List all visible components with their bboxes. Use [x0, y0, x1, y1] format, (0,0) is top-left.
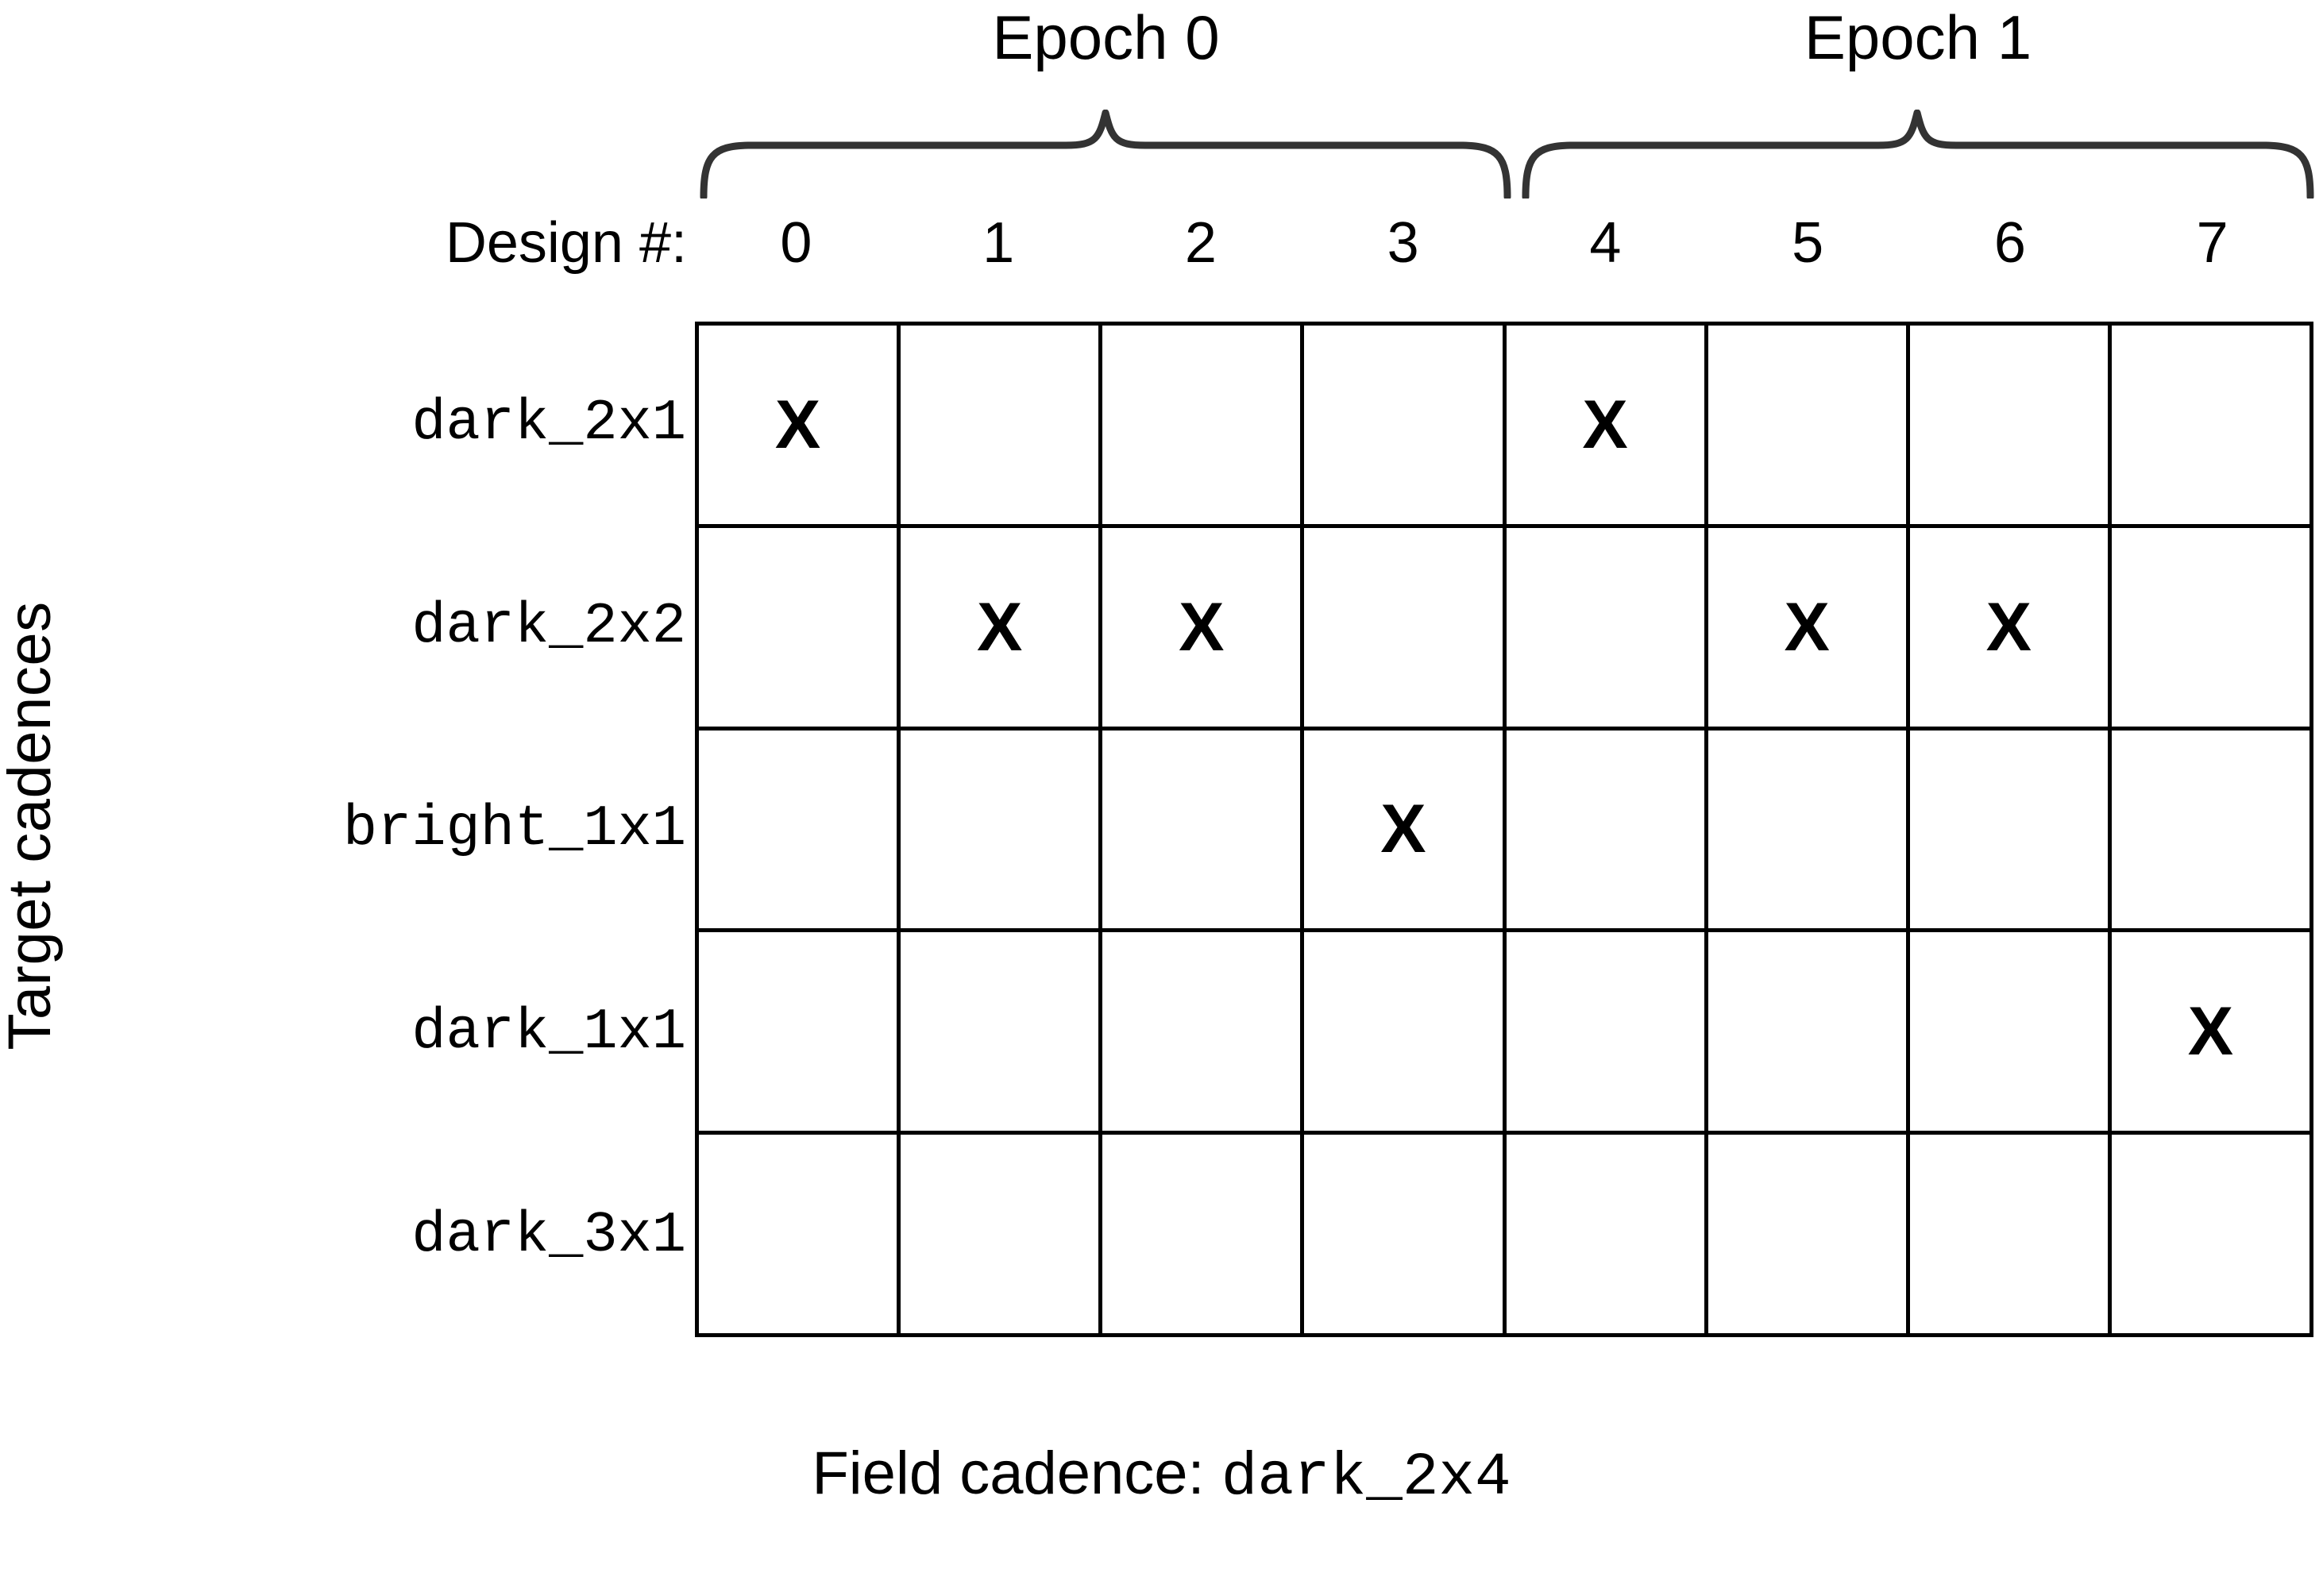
- row-label-dark-2x2: dark_2x2: [411, 593, 686, 659]
- cell-mark-x: X: [774, 386, 821, 463]
- matrix-cell[interactable]: X: [1102, 527, 1305, 731]
- column-header-7: 7: [2196, 211, 2228, 275]
- matrix-cell[interactable]: [1304, 326, 1507, 528]
- table-row: X: [699, 932, 2313, 1135]
- cell-mark-x: X: [1380, 791, 1426, 868]
- cell-mark-x: X: [2187, 993, 2234, 1070]
- matrix-cell[interactable]: [2111, 1135, 2313, 1337]
- epoch-group-label-0: Epoch 0: [992, 2, 1220, 72]
- matrix-cell[interactable]: [1102, 326, 1305, 528]
- matrix-cell[interactable]: [1708, 730, 1910, 933]
- matrix-cell[interactable]: [1506, 932, 1708, 1135]
- row-label-dark-1x1: dark_1x1: [411, 1000, 686, 1066]
- field-cadence-label: Field cadence:: [812, 1440, 1205, 1507]
- matrix-cell[interactable]: [1909, 730, 2112, 933]
- matrix-cell[interactable]: [1909, 1135, 2112, 1337]
- epoch-brace-1: [1521, 110, 2315, 199]
- matrix-cell[interactable]: X: [699, 326, 901, 528]
- row-label-dark-3x1: dark_3x1: [411, 1203, 686, 1269]
- row-label-column: dark_2x1 dark_2x2 bright_1x1 dark_1x1 da…: [143, 322, 691, 1337]
- table-row: [699, 1135, 2313, 1337]
- matrix-cell[interactable]: [2111, 730, 2313, 933]
- matrix-cell[interactable]: [1102, 932, 1305, 1135]
- matrix-cell[interactable]: [2111, 527, 2313, 731]
- matrix-cell[interactable]: X: [1909, 527, 2112, 731]
- column-header-4: 4: [1589, 211, 1622, 275]
- cell-mark-x: X: [1179, 588, 1225, 665]
- table-row: X: [699, 730, 2313, 933]
- epoch-group-label-1: Epoch 1: [1804, 2, 2032, 72]
- cell-mark-x: X: [1985, 588, 2032, 665]
- column-header-6: 6: [1993, 211, 2026, 275]
- matrix-cell[interactable]: [1708, 326, 1910, 528]
- column-header-0: 0: [780, 211, 812, 275]
- matrix-cell[interactable]: [1102, 1135, 1305, 1337]
- matrix-cell[interactable]: [1102, 730, 1305, 933]
- matrix-cell[interactable]: [901, 326, 1103, 528]
- matrix-cell[interactable]: [1506, 730, 1708, 933]
- cell-mark-x: X: [1582, 386, 1628, 463]
- matrix-cell[interactable]: [901, 932, 1103, 1135]
- matrix-cell[interactable]: [901, 1135, 1103, 1337]
- matrix-cell[interactable]: [1506, 1135, 1708, 1337]
- cell-mark-x: X: [977, 588, 1023, 665]
- column-header-3: 3: [1387, 211, 1419, 275]
- matrix-cell[interactable]: [901, 730, 1103, 933]
- matrix-cell[interactable]: [699, 527, 901, 731]
- column-header-2: 2: [1184, 211, 1217, 275]
- matrix-cell[interactable]: [1304, 527, 1507, 731]
- column-header-5: 5: [1792, 211, 1824, 275]
- curly-brace-icon: [700, 110, 1511, 199]
- field-cadence-caption: Field cadence: dark_2x4: [0, 1444, 2323, 1509]
- matrix-cell[interactable]: [1304, 1135, 1507, 1337]
- target-cadences-axis-title: Target cadences: [0, 601, 64, 1051]
- column-header-1: 1: [982, 211, 1015, 275]
- field-cadence-value: dark_2x4: [1221, 1444, 1511, 1512]
- table-row: X X: [699, 326, 2313, 528]
- matrix-cell[interactable]: [1708, 932, 1910, 1135]
- design-number-axis-label: Design #:: [445, 211, 687, 275]
- matrix-cell[interactable]: [1909, 932, 2112, 1135]
- row-label-dark-2x1: dark_2x1: [411, 390, 686, 456]
- matrix-cell[interactable]: X: [1708, 527, 1910, 731]
- matrix-cell[interactable]: X: [2111, 932, 2313, 1135]
- epoch-brace-0: [699, 110, 1513, 199]
- matrix-cell[interactable]: X: [901, 527, 1103, 731]
- cadence-matrix-grid: X X X X X X X: [695, 322, 2313, 1337]
- matrix-cell[interactable]: X: [1304, 730, 1507, 933]
- matrix-cell[interactable]: [699, 1135, 901, 1337]
- column-header-row: 0 1 2 3 4 5 6 7: [695, 214, 2313, 286]
- table-row: X X X X: [699, 527, 2313, 731]
- row-label-bright-1x1: bright_1x1: [342, 796, 686, 862]
- matrix-cell[interactable]: [1909, 326, 2112, 528]
- matrix-cell[interactable]: [699, 932, 901, 1135]
- matrix-cell[interactable]: [1708, 1135, 1910, 1337]
- matrix-cell[interactable]: X: [1506, 326, 1708, 528]
- matrix-cell[interactable]: [1304, 932, 1507, 1135]
- cell-mark-x: X: [1784, 588, 1830, 665]
- curly-brace-icon: [1522, 110, 2314, 199]
- matrix-cell[interactable]: [2111, 326, 2313, 528]
- matrix-cell[interactable]: [1506, 527, 1708, 731]
- matrix-cell[interactable]: [699, 730, 901, 933]
